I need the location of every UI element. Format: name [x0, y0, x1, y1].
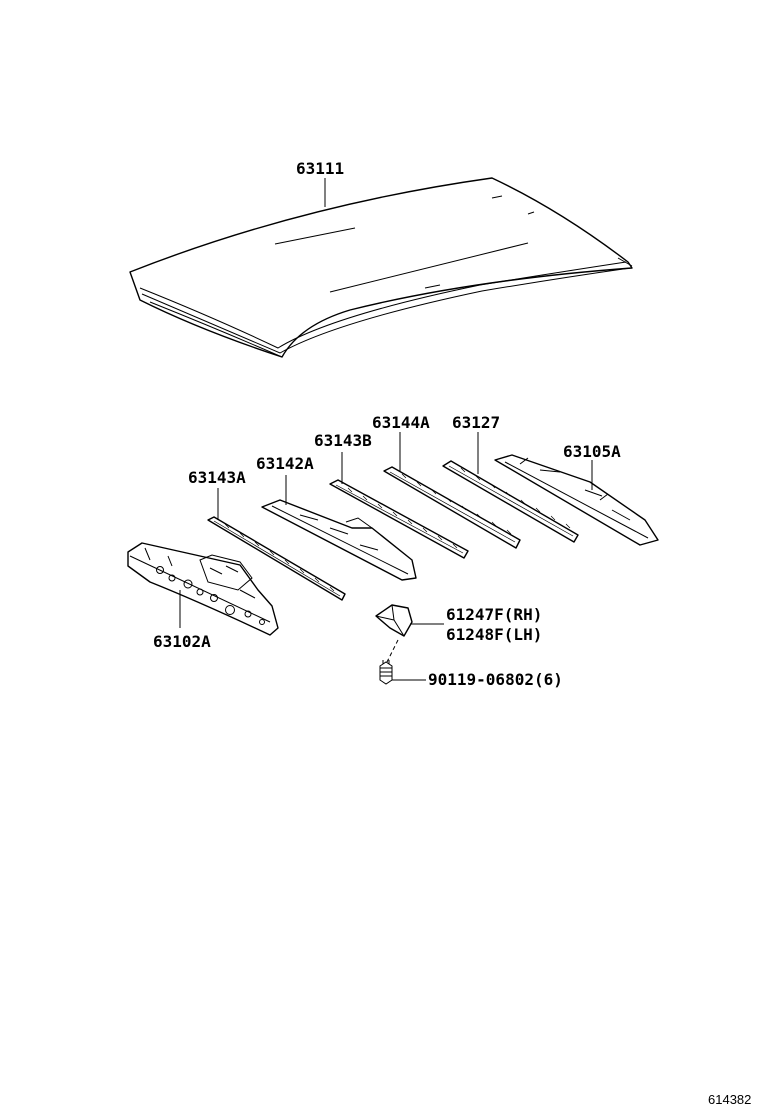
roof-panel[interactable] [129, 177, 633, 358]
rear-header-panel[interactable] [494, 454, 659, 546]
label-63102a: 63102A [153, 632, 211, 651]
roof-reinforcement-63143b[interactable] [329, 479, 469, 559]
label-63142a: 63142A [256, 454, 314, 473]
label-63143b: 63143B [314, 431, 372, 450]
figure-number: 614382 [708, 1092, 751, 1107]
label-61248f-lh: 61248F(LH) [446, 625, 542, 644]
bolt-position-dashed-line [386, 639, 399, 663]
label-61247f-rh: 61247F(RH) [446, 605, 542, 624]
bolt[interactable] [379, 660, 393, 685]
roof-reinforcement-63142a[interactable] [261, 499, 417, 581]
label-63105a: 63105A [563, 442, 621, 461]
roof-reinforcement-63144a[interactable] [383, 466, 521, 549]
roof-bracket[interactable] [375, 604, 413, 637]
label-63127: 63127 [452, 413, 500, 432]
roof-reinforcement-63143a[interactable] [207, 516, 346, 601]
roof-reinforcement-63127[interactable] [442, 460, 579, 543]
label-63111: 63111 [296, 159, 344, 178]
label-63143a: 63143A [188, 468, 246, 487]
label-bolt-90119: 90119-06802(6) [428, 670, 563, 689]
front-header-panel[interactable] [127, 542, 279, 636]
label-63144a: 63144A [372, 413, 430, 432]
